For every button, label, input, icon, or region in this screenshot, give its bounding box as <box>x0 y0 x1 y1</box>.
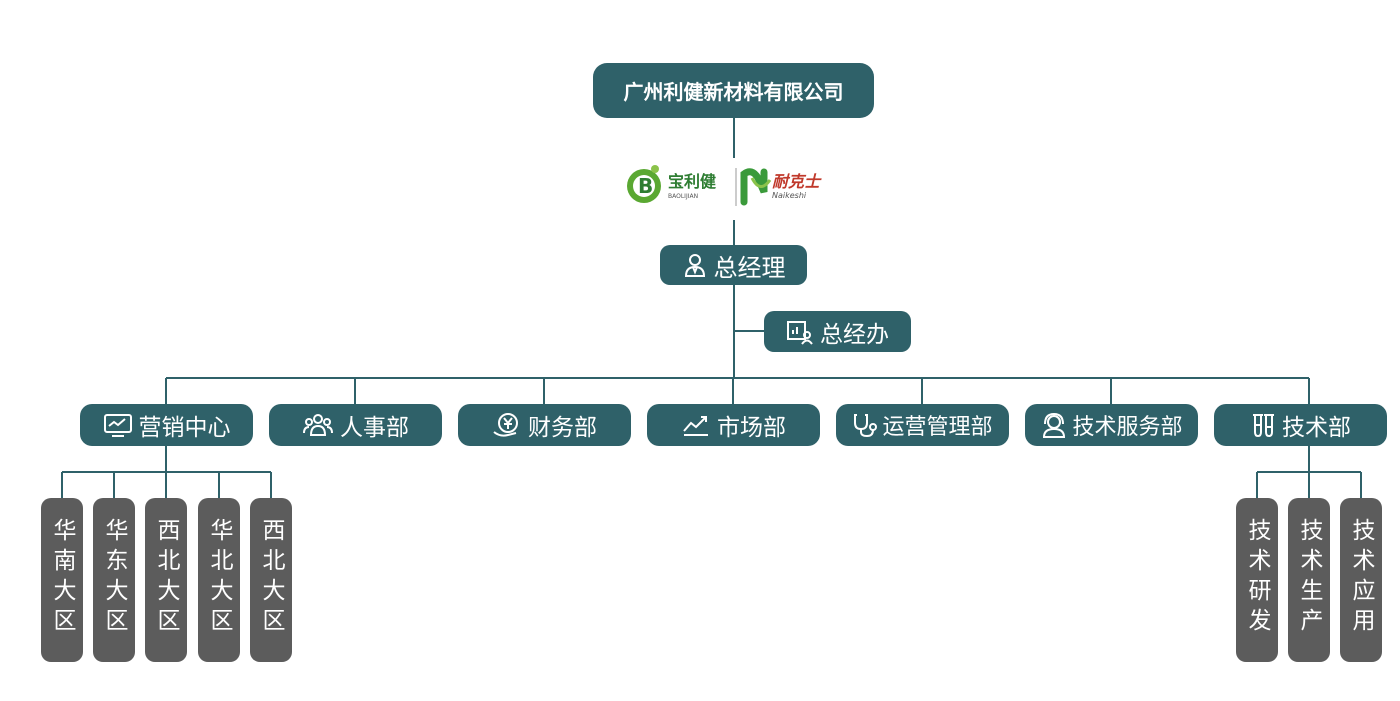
dept-operations: 运营管理部 <box>836 404 1009 446</box>
tech-unit-label: 技术研发 <box>1244 518 1270 638</box>
trend-chart-icon <box>681 412 711 438</box>
test-tube-icon <box>1250 412 1276 438</box>
dept-marketing-center: 营销中心 <box>80 404 253 446</box>
stethoscope-icon <box>852 412 880 438</box>
region-node: 华北大区 <box>198 498 240 662</box>
region-label: 西北大区 <box>153 518 179 638</box>
logo-name-2: 耐克士 <box>772 172 822 191</box>
dept-technology: 技术部 <box>1214 404 1387 446</box>
general-office-label: 总经办 <box>820 321 889 348</box>
dept-market: 市场部 <box>647 404 820 446</box>
region-node: 华南大区 <box>41 498 83 662</box>
region-node: 华东大区 <box>93 498 135 662</box>
region-node: 西北大区 <box>145 498 187 662</box>
company-node: 广州利健新材料有限公司 <box>593 63 874 118</box>
people-icon <box>302 412 334 438</box>
tech-unit-node: 技术生产 <box>1288 498 1330 662</box>
dept-label: 市场部 <box>717 415 786 441</box>
user-icon <box>682 252 708 278</box>
naikeshi-logo: 耐克士 Naikeshi <box>740 168 822 206</box>
yuan-coin-icon <box>492 412 522 438</box>
brand-logos: B 宝利健 BAOLIJIAN 耐克士 Naikeshi <box>622 158 852 218</box>
baolijian-logo: B 宝利健 BAOLIJIAN <box>627 165 716 203</box>
dept-finance: 财务部 <box>458 404 631 446</box>
region-label: 西北大区 <box>258 518 284 638</box>
monitor-chart-icon <box>103 412 133 438</box>
dept-tech-service: 技术服务部 <box>1025 404 1198 446</box>
office-chart-icon <box>786 319 814 345</box>
general-manager-node: 总经理 <box>660 245 807 285</box>
dept-label: 技术部 <box>1282 415 1351 441</box>
region-label: 华北大区 <box>206 518 232 638</box>
brand-logos-image: B 宝利健 BAOLIJIAN 耐克士 Naikeshi <box>627 165 822 206</box>
dept-hr: 人事部 <box>269 404 442 446</box>
dept-label: 运营管理部 <box>882 415 993 440</box>
tech-unit-label: 技术应用 <box>1348 518 1374 638</box>
tech-unit-node: 技术应用 <box>1340 498 1382 662</box>
region-node: 西北大区 <box>250 498 292 662</box>
region-label: 华南大区 <box>49 518 75 638</box>
logo-name-1: 宝利健 <box>668 172 716 191</box>
company-name: 广州利健新材料有限公司 <box>623 80 844 104</box>
dept-label: 营销中心 <box>138 415 231 441</box>
general-office-node: 总经办 <box>764 311 911 352</box>
tech-unit-label: 技术生产 <box>1296 518 1322 638</box>
logo-subtitle-1: BAOLIJIAN <box>668 193 698 200</box>
svg-text:B: B <box>638 174 653 198</box>
logo-subtitle-2: Naikeshi <box>772 191 807 200</box>
dept-label: 财务部 <box>528 415 597 441</box>
tech-unit-node: 技术研发 <box>1236 498 1278 662</box>
dept-label: 人事部 <box>340 415 409 441</box>
headset-icon <box>1040 412 1068 438</box>
region-label: 华东大区 <box>101 518 127 638</box>
general-manager-label: 总经理 <box>713 253 786 282</box>
dept-label: 技术服务部 <box>1072 415 1183 440</box>
